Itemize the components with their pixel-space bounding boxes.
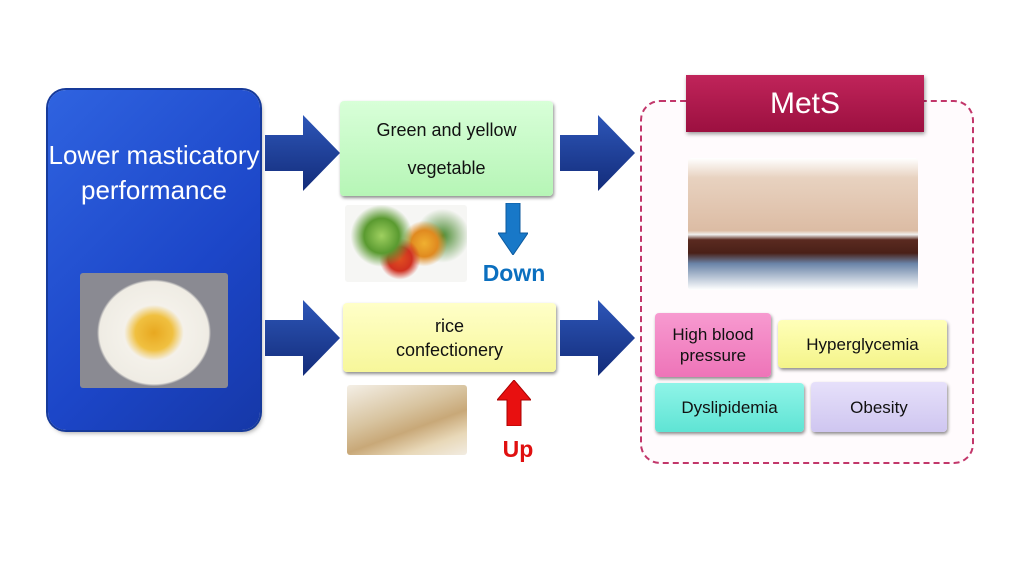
obesity-label: Obesity <box>850 397 908 417</box>
arrow-right-icon <box>265 115 340 191</box>
hyperglycemia-box: Hyperglycemia <box>778 320 947 368</box>
dyslipidemia-box: Dyslipidemia <box>655 383 804 432</box>
vegetables-image <box>345 205 467 282</box>
arrow-down-icon <box>498 203 528 255</box>
high-blood-pressure-box: High blood pressure <box>655 313 771 377</box>
gummy-jelly-image <box>80 273 228 388</box>
dyslipidemia-label: Dyslipidemia <box>681 398 778 417</box>
hyperglycemia-label: Hyperglycemia <box>806 334 919 354</box>
vegetable-label: Green and yellow vegetable <box>376 119 517 178</box>
mets-title: MetS <box>686 75 924 132</box>
obesity-box: Obesity <box>811 382 947 432</box>
up-label: Up <box>502 436 534 462</box>
arrow-right-icon <box>265 300 340 376</box>
vegetable-box: Green and yellow vegetable <box>340 101 553 196</box>
confectionery-label: rice confectionery <box>395 315 504 360</box>
rice-confectionery-image <box>347 385 467 455</box>
arrow-right-icon <box>560 115 635 191</box>
arrow-right-icon <box>560 300 635 376</box>
waist-measurement-image <box>688 158 918 290</box>
masticatory-performance-label: Lower masticatory performance <box>48 140 260 205</box>
down-label: Down <box>482 260 546 286</box>
high-blood-pressure-label: High blood pressure <box>672 325 754 365</box>
mets-title-label: MetS <box>769 86 841 120</box>
arrow-up-icon <box>497 380 531 426</box>
confectionery-box: rice confectionery <box>343 303 556 372</box>
